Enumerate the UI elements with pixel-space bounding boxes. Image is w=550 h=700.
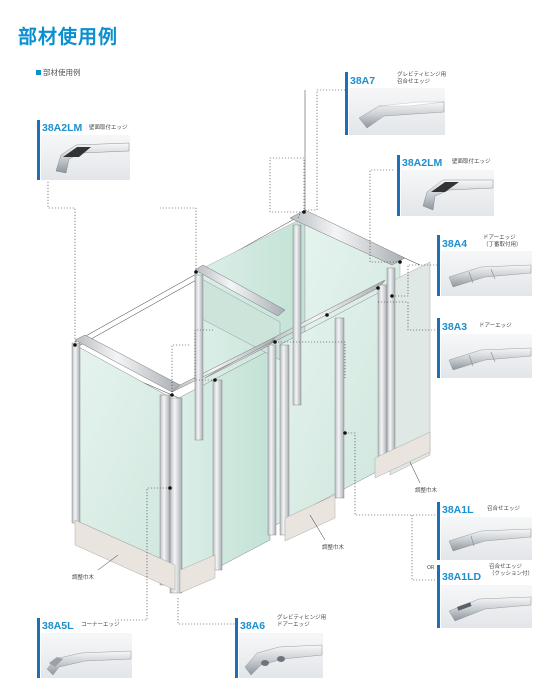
card-accent-bar — [437, 502, 440, 560]
card-accent-bar — [345, 72, 348, 135]
part-card-38a4: 38A4 ドアーエッジ（丁番取付用） — [437, 235, 532, 298]
part-photo — [349, 88, 445, 135]
part-code: 38A5L — [42, 620, 74, 632]
page-title: 部材使用例 — [18, 26, 119, 48]
part-desc-line2: （クッション付） — [489, 571, 534, 577]
part-desc: ドアーエッジ（丁番取付用） — [483, 235, 522, 249]
part-photo — [441, 251, 532, 296]
part-card-38a6: 38A6 グレビティヒンジ用ドアーエッジ — [235, 615, 326, 680]
part-photo — [401, 170, 494, 216]
part-code: 38A2LM — [42, 122, 83, 134]
baseboard-label-2: 調整巾木 — [322, 545, 345, 551]
profile-image — [422, 179, 494, 211]
part-desc: グレビティヒンジ用召合せエッジ — [397, 72, 446, 86]
part-card-38a1l: 38A1L 召合せエッジ — [437, 502, 532, 562]
part-desc-line1: 召合せエッジ — [489, 564, 523, 570]
profile-image — [46, 650, 132, 676]
card-accent-bar — [437, 318, 440, 378]
baseboard-label-1: 調整巾木 — [72, 575, 95, 581]
part-card-38a2lm-right: 38A2LM 壁面取付エッジ — [397, 155, 494, 218]
part-desc-line2: （丁番取付用） — [483, 242, 522, 248]
card-accent-bar — [437, 565, 440, 628]
part-card-38a3: 38A3 ドアーエッジ — [437, 318, 532, 380]
profile-image — [448, 347, 532, 371]
part-photo — [441, 517, 532, 560]
section-label: 部材使用例 — [36, 67, 81, 78]
baseboard-label-3: 調整巾木 — [415, 488, 438, 494]
part-code: 38A1LD — [442, 571, 482, 583]
card-accent-bar — [37, 618, 40, 678]
part-photo — [239, 633, 323, 678]
part-desc-line1: グレビティヒンジ用 — [397, 72, 447, 78]
profile-image — [448, 528, 532, 552]
part-card-38a1ld: OR 38A1LD 召合せエッジ（クッション付） — [427, 564, 533, 630]
part-desc: コーナーエッジ — [81, 622, 120, 628]
part-card-38a2lm-left: 38A2LM 壁面取付エッジ — [37, 120, 130, 182]
part-code: 38A3 — [442, 321, 468, 333]
part-desc: 壁面取付エッジ — [89, 125, 128, 131]
part-card-38a5l: 38A5L コーナーエッジ — [37, 618, 132, 680]
part-photo — [41, 135, 130, 180]
card-accent-bar — [235, 618, 238, 678]
posts — [71, 224, 396, 594]
part-desc: ドアーエッジ — [479, 323, 512, 329]
card-accent-bar — [437, 235, 440, 296]
profile-image — [448, 264, 532, 288]
part-card-38a7: 38A7 グレビティヒンジ用召合せエッジ — [345, 72, 446, 137]
or-note: OR — [427, 565, 435, 571]
part-desc-line1: グレビティヒンジ用 — [277, 615, 327, 621]
part-desc-line1: ドアーエッジ — [483, 235, 516, 241]
part-photo — [441, 585, 532, 628]
profile-image — [244, 644, 323, 676]
part-code: 38A4 — [442, 238, 468, 250]
part-desc-line2: 召合せエッジ — [397, 79, 431, 85]
part-desc: 壁面取付エッジ — [452, 159, 491, 165]
card-accent-bar — [397, 155, 400, 216]
part-code: 38A1L — [442, 504, 474, 516]
leader-lines — [47, 89, 438, 625]
leader-dots — [73, 210, 402, 490]
part-code: 38A7 — [350, 75, 376, 87]
part-code: 38A2LM — [402, 157, 443, 169]
part-desc: 召合せエッジ（クッション付） — [489, 564, 533, 578]
card-accent-bar — [37, 120, 40, 180]
baseboards — [74, 431, 431, 594]
part-desc: 召合せエッジ — [487, 506, 521, 512]
profile-image — [358, 101, 445, 129]
baseboard-leaders — [97, 461, 421, 571]
part-photo — [41, 633, 132, 678]
part-desc: グレビティヒンジ用ドアーエッジ — [277, 615, 326, 629]
part-photo — [441, 334, 532, 378]
part-desc-line2: ドアーエッジ — [277, 622, 310, 628]
profile-image — [55, 142, 130, 174]
part-code: 38A6 — [240, 620, 266, 632]
profile-image — [448, 596, 532, 622]
